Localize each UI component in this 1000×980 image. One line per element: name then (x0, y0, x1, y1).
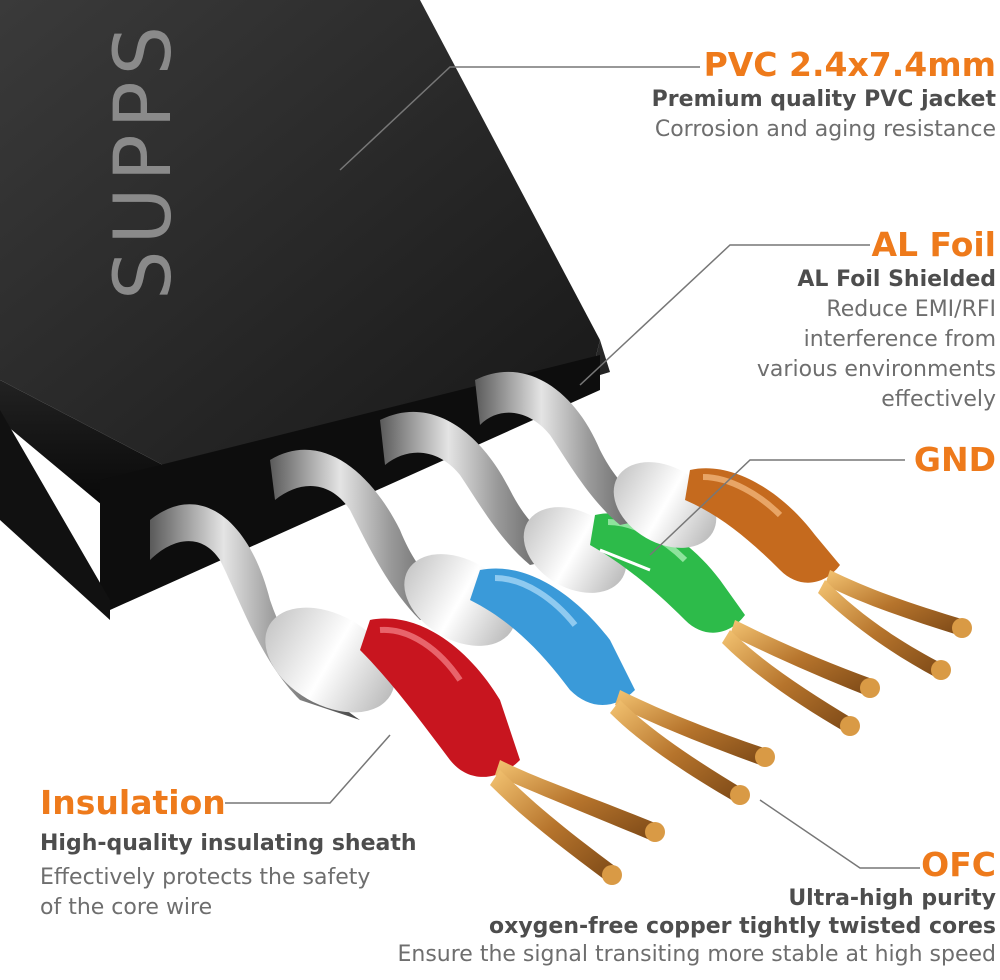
callout-gnd: GND (914, 440, 996, 480)
insulation-description-line: of the core wire (40, 895, 213, 920)
ofc-subtitle-line: oxygen-free copper tightly twisted cores (489, 914, 996, 939)
insulation-description-line: Effectively protects the safety (40, 865, 371, 890)
leader-line-insulation (225, 734, 391, 804)
supps-logo: SUPPS (99, 20, 189, 300)
cable-jacket-top (0, 0, 600, 500)
gnd-title: GND (913, 440, 996, 479)
leader-line-foil (579, 244, 870, 386)
wire-pair-blue (270, 449, 775, 805)
foil-description-line: effectively (881, 387, 996, 412)
insulation-title: Insulation (40, 783, 226, 822)
wire-pair-orange (475, 371, 972, 680)
ofc-subtitle-line: Ultra-high purity (788, 886, 996, 911)
wire-pair-green (380, 411, 880, 736)
foil-description-line: various environments (756, 357, 996, 382)
callout-ofc: OFC Ultra-high purity oxygen-free copper… (398, 845, 997, 969)
leader-line-pvc (339, 66, 700, 171)
insulation-subtitle: High-quality insulating sheath (40, 831, 417, 856)
foil-title: AL Foil (871, 225, 996, 264)
pvc-subtitle: Premium quality PVC jacket (651, 87, 996, 112)
callout-al-foil: AL Foil AL Foil Shielded Reduce EMI/RFI … (757, 225, 996, 415)
ofc-description: Ensure the signal transiting more stable… (397, 942, 997, 967)
pvc-description: Corrosion and aging resistance (654, 117, 996, 142)
callout-insulation: Insulation High-quality insulating sheat… (40, 783, 417, 923)
callout-pvc: PVC 2.4x7.4mm Premium quality PVC jacket… (652, 45, 996, 145)
foil-subtitle: AL Foil Shielded (797, 267, 996, 292)
leader-line-gnd (649, 459, 905, 556)
ofc-title: OFC (921, 845, 996, 884)
foil-description-line: Reduce EMI/RFI (826, 297, 996, 322)
pvc-title: PVC 2.4x7.4mm (703, 45, 996, 84)
leader-line-ofc (759, 799, 920, 869)
foil-description-line: interference from (803, 327, 996, 352)
wire-pair-red (150, 504, 665, 885)
